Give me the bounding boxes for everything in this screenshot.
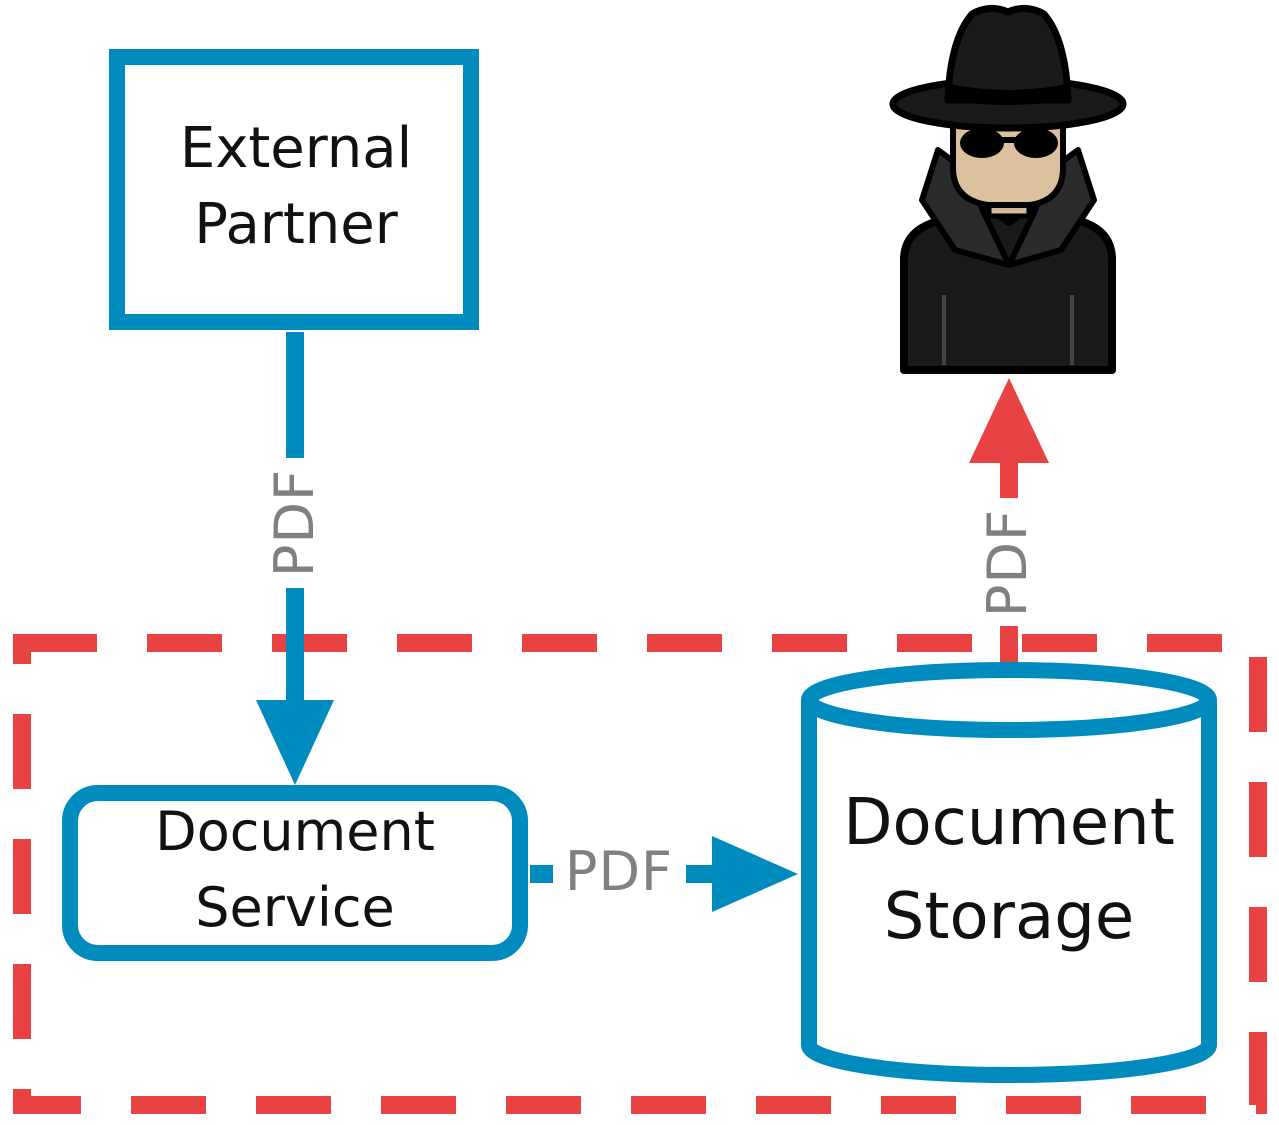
document-storage-label-line1: Document — [843, 786, 1175, 860]
document-service-label-line2: Service — [195, 876, 395, 939]
edge-partner-to-service-label: PDF — [263, 469, 326, 577]
document-service-node[interactable]: Document Service — [62, 785, 528, 961]
external-partner-label-line1: External — [180, 116, 412, 181]
document-service-box — [62, 785, 528, 961]
spy-hat-crown — [944, 5, 1072, 104]
external-partner-label-line2: Partner — [194, 192, 398, 257]
edge-storage-to-attacker: PDF — [969, 378, 1049, 668]
document-storage-cylinder-body — [801, 700, 1217, 1083]
edge-storage-to-attacker-arrowhead — [969, 378, 1049, 463]
edge-service-to-storage: PDF — [530, 836, 798, 912]
external-partner-box — [109, 49, 479, 330]
edge-partner-to-service: PDF — [256, 332, 334, 785]
document-service-label-line1: Document — [155, 800, 435, 863]
document-storage-node[interactable]: Document Storage — [801, 662, 1217, 1083]
edge-partner-to-service-arrowhead — [256, 700, 334, 785]
edge-storage-to-attacker-label: PDF — [976, 509, 1039, 617]
spy-glasses-left — [960, 128, 1004, 158]
spy-hat-band — [949, 84, 1067, 105]
external-partner-node[interactable]: External Partner — [109, 49, 479, 330]
spy-coat — [900, 201, 1116, 374]
edge-service-to-storage-label: PDF — [565, 840, 673, 903]
document-storage-cylinder-top — [801, 662, 1217, 738]
edge-service-to-storage-arrowhead — [712, 836, 798, 912]
spy-glasses-right — [1014, 128, 1058, 158]
trust-boundary — [13, 634, 1267, 1114]
document-storage-label-line2: Storage — [884, 880, 1134, 954]
spy-icon — [889, 5, 1127, 374]
